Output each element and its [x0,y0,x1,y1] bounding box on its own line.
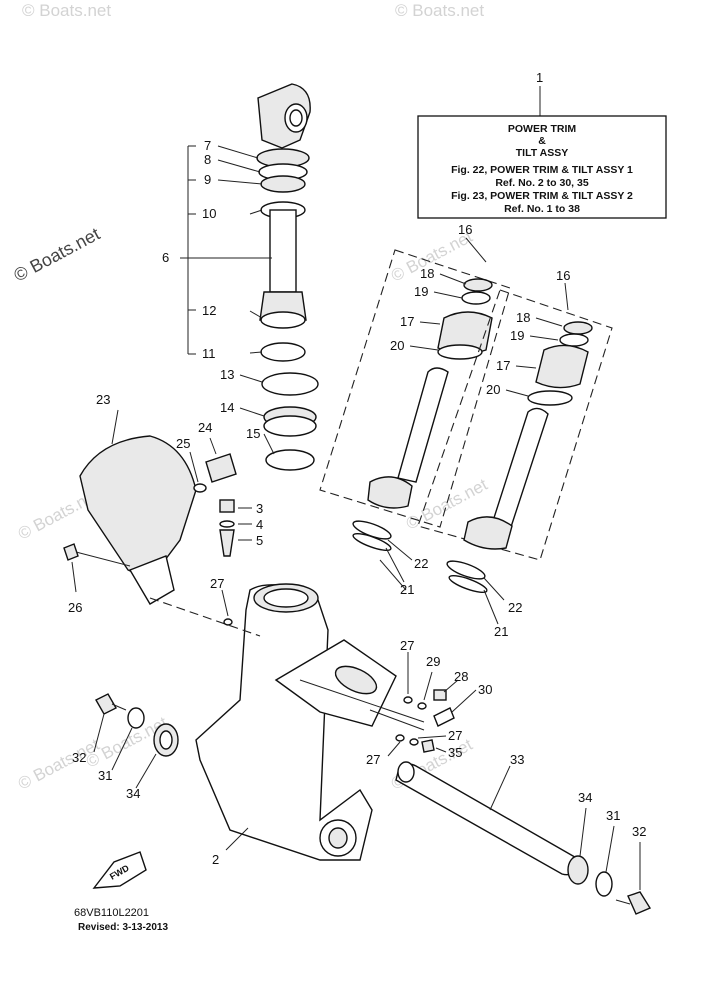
callout-17: 17 [400,314,414,329]
callout-9: 9 [204,172,211,187]
callout-labels: 7 8 9 10 6 12 11 13 14 15 23 24 25 3 4 5… [68,138,646,867]
callout-12: 12 [202,303,216,318]
callout-31: 31 [98,768,112,783]
callout-23: 23 [96,392,110,407]
note-reference: Ref. No. 2 to 30, 35 [495,177,589,189]
callout-33: 33 [510,752,524,767]
callout-20: 20 [390,338,404,353]
tilt-bracket-body [195,583,397,861]
clips-and-pins [221,589,477,757]
callout-14: 14 [220,400,234,415]
callout-32: 32 [632,824,646,839]
callout-18: 18 [516,310,530,325]
note-title: TILT ASSY [516,147,569,159]
callout-27: 27 [366,752,380,767]
callout-22: 22 [508,600,522,615]
callout-27: 27 [210,576,224,591]
callout-13: 13 [220,367,234,382]
watermark: © Boats.net [10,224,103,286]
callout-4: 4 [256,517,263,532]
callout-24: 24 [198,420,212,435]
callout-25: 25 [176,436,190,451]
note-title: & [538,135,546,147]
revision-date: Revised: 3-13-2013 [78,922,168,933]
callout-27: 27 [400,638,414,653]
callout-5: 5 [256,533,263,548]
note-reference: Fig. 22, POWER TRIM & TILT ASSY 1 [451,164,633,176]
callout-27: 27 [448,728,462,743]
callout-15: 15 [246,426,260,441]
callout-8: 8 [204,152,211,167]
trim-leaders [409,237,569,397]
callout-26: 26 [68,600,82,615]
callout-35: 35 [448,745,462,760]
bracket-leaders [180,145,275,455]
tilt-shaft [395,761,652,915]
watermark: © Boats.net [22,1,111,20]
note-reference: Fig. 23, POWER TRIM & TILT ASSY 2 [451,190,633,202]
leader-line [379,559,407,591]
callout-3: 3 [256,501,263,516]
left-shaft-hardware [93,693,179,789]
bolt-26 [63,543,261,637]
callout-32: 32 [72,750,86,765]
tilt-cylinder-assembly [256,83,319,471]
callout-34: 34 [126,786,140,801]
callout-18: 18 [420,266,434,281]
callout-21: 21 [494,624,508,639]
small-parts [189,437,252,557]
anode-cover [79,409,197,605]
callout-11: 11 [202,346,216,361]
callout-34: 34 [578,790,592,805]
callout-31: 31 [606,808,620,823]
callout-7: 7 [204,138,211,153]
callout-2: 2 [212,852,219,867]
trim-cylinder-left [319,249,511,528]
callout-1: 1 [536,70,543,85]
note-title: POWER TRIM [508,123,576,135]
callout-10: 10 [202,206,216,221]
callout-20: 20 [486,382,500,397]
diagram-code: 68VB110L2201 [74,907,149,919]
callout-22: 22 [414,556,428,571]
callout-16: 16 [458,222,472,237]
callout-29: 29 [426,654,440,669]
callout-6: 6 [162,250,169,265]
trim-cylinder-right [417,289,613,561]
callout-19: 19 [510,328,524,343]
watermark: © Boats.net [395,1,484,20]
assembly-note-box: POWER TRIM & TILT ASSY Fig. 22, POWER TR… [417,86,667,219]
callout-19: 19 [414,284,428,299]
forward-direction-arrow: FWD [92,851,147,889]
callout-16: 16 [556,268,570,283]
callout-21: 21 [400,582,414,597]
callout-28: 28 [454,669,468,684]
callout-30: 30 [478,682,492,697]
note-reference: Ref. No. 1 to 38 [504,203,580,215]
callout-17: 17 [496,358,510,373]
trim-rings [352,520,505,625]
